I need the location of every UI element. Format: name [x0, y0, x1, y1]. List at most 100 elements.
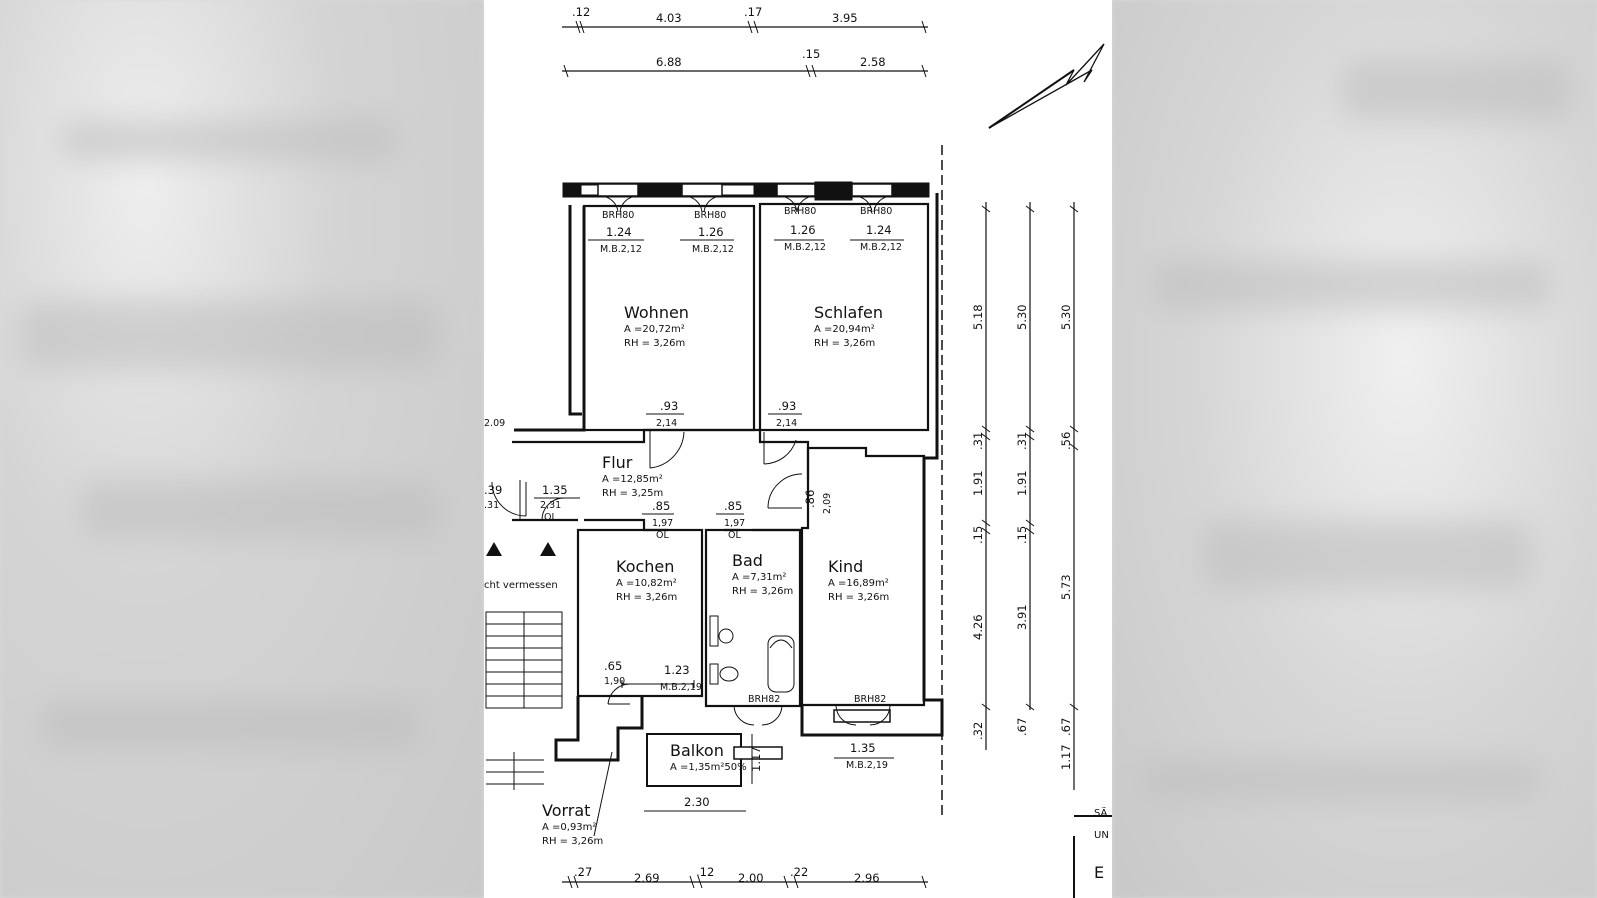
door-vorrat-height: 1,90 — [604, 676, 625, 687]
room-schlafen-area: A =20,94m² — [814, 324, 875, 335]
dim-top-403: 4.03 — [656, 11, 682, 25]
win-wohnen-2: 1.26 — [698, 225, 724, 239]
dim-right-c3-0: 5.30 — [1059, 304, 1073, 330]
room-balkon-area: A =1,35m²50% — [670, 762, 747, 773]
room-kind-area: A =16,89m² — [828, 578, 889, 589]
room-wohnen-height: RH = 3,26m — [624, 338, 685, 349]
dim-top-012: .12 — [572, 5, 590, 19]
door-kind-width: .86 — [803, 490, 817, 508]
room-balkon-name: Balkon — [670, 741, 724, 760]
room-kind-height: RH = 3,26m — [828, 592, 889, 603]
win-kochen-width: 1.23 — [664, 663, 690, 677]
edge-text-3: E — [1094, 863, 1104, 882]
balkon-depth: 1.17 — [749, 746, 763, 772]
room-bad-area: A =7,31m² — [732, 572, 786, 583]
door-schlafen-width: .93 — [778, 399, 796, 413]
dim-bottom-4: .22 — [790, 865, 808, 879]
brh-wohnen-1: BRH80 — [602, 210, 634, 221]
balkon-width: 2.30 — [684, 795, 710, 809]
room-bad-name: Bad — [732, 551, 763, 570]
room-schlafen-name: Schlafen — [814, 303, 883, 322]
dim-right-c2-5: .67 — [1015, 718, 1029, 736]
dim-top-017: .17 — [744, 5, 762, 19]
room-wohnen-area: A =20,72m² — [624, 324, 685, 335]
win-kind-brh: BRH82 — [854, 694, 886, 705]
door-bad-height: 1,97 — [724, 518, 745, 529]
win-schlafen-2: 1.24 — [866, 223, 892, 237]
room-wohnen-name: Wohnen — [624, 303, 689, 322]
edge-text-2: UN — [1094, 830, 1109, 841]
dim-right-c1-1: .31 — [971, 432, 985, 450]
mb-wohnen-1: M.B.2,12 — [600, 244, 642, 255]
dim-right-c2-2: 1.91 — [1015, 470, 1029, 496]
mb-wohnen-2: M.B.2,12 — [692, 244, 734, 255]
brh-wohnen-2: BRH80 — [694, 210, 726, 221]
room-kochen-area: A =10,82m² — [616, 578, 677, 589]
room-flur-name: Flur — [602, 453, 633, 472]
door-kochen-ol: OL — [656, 530, 669, 541]
dim-right-c2-0: 5.30 — [1015, 304, 1029, 330]
dim-top-688: 6.88 — [656, 55, 682, 69]
door-vorrat-width: .65 — [604, 659, 622, 673]
dim-bottom-0: .27 — [574, 865, 592, 879]
win-schlafen-1: 1.26 — [790, 223, 816, 237]
dim-right-c1-4: 4.26 — [971, 614, 985, 640]
dim-bottom-1: 2.69 — [634, 871, 660, 885]
dim-right-c3-1: .56 — [1059, 432, 1073, 450]
dim-right-c2-3: .15 — [1015, 526, 1029, 544]
room-kochen-height: RH = 3,26m — [616, 592, 677, 603]
room-flur-height: RH = 3,25m — [602, 488, 663, 499]
door-flur-ol: OL — [544, 512, 557, 523]
blurred-background-left — [0, 0, 484, 898]
dim-right-c1-0: 5.18 — [971, 304, 985, 330]
dim-right-c3-4: .67 — [1059, 718, 1073, 736]
win-kochen-mb: M.B.2,19 — [660, 682, 702, 693]
brh-schlafen-1: BRH80 — [784, 206, 816, 217]
door-bad-ol: OL — [728, 530, 741, 541]
dim-top-258: 2.58 — [860, 55, 886, 69]
door-left-extra: .31 — [484, 500, 499, 511]
room-kind-name: Kind — [828, 557, 863, 576]
win-kind-mb: M.B.2,19 — [846, 760, 888, 771]
door-left-height: 2.09 — [484, 418, 505, 429]
door-wohnen-width: .93 — [660, 399, 678, 413]
dim-bottom-5: 2.96 — [854, 871, 880, 885]
door-schlafen-height: 2,14 — [776, 418, 797, 429]
win-wohnen-1: 1.24 — [606, 225, 632, 239]
door-kochen-height: 1,97 — [652, 518, 673, 529]
door-flur-height: 2,31 — [540, 500, 561, 511]
door-bad-width: .85 — [724, 499, 742, 513]
dim-right-c1-3: .15 — [971, 526, 985, 544]
dim-bottom-3: 2.00 — [738, 871, 764, 885]
door-kind-height: 2,09 — [822, 493, 833, 514]
room-vorrat-area: A =0,93m² — [542, 822, 596, 833]
dim-right-c1-5: .32 — [971, 722, 985, 740]
room-vorrat-height: RH = 3,26m — [542, 836, 603, 847]
door-wohnen-height: 2,14 — [656, 418, 677, 429]
room-kochen-name: Kochen — [616, 557, 674, 576]
room-schlafen-height: RH = 3,26m — [814, 338, 875, 349]
door-left-width: .39 — [484, 483, 502, 497]
dim-bottom-2: .12 — [696, 865, 714, 879]
win-bad-brh: BRH82 — [748, 694, 780, 705]
brh-schlafen-2: BRH80 — [860, 206, 892, 217]
blurred-background-right — [1112, 0, 1597, 898]
dim-top-015: .15 — [802, 47, 820, 61]
floor-plan: .12 4.03 .17 3.95 6.88 .15 2.58 BRH80 BR… — [484, 0, 1112, 898]
win-kind-width: 1.35 — [850, 741, 876, 755]
mb-schlafen-2: M.B.2,12 — [860, 242, 902, 253]
dim-top-395: 3.95 — [832, 11, 858, 25]
room-bad-height: RH = 3,26m — [732, 586, 793, 597]
dim-right-c1-2: 1.91 — [971, 470, 985, 496]
dim-right-c3-2: 5.73 — [1059, 574, 1073, 600]
dim-right-c3-3: 1.17 — [1059, 744, 1073, 770]
dim-right-c2-4: 3.91 — [1015, 604, 1029, 630]
dim-right-c2-1: .31 — [1015, 432, 1029, 450]
stair-note: cht vermessen — [484, 580, 558, 591]
mb-schlafen-1: M.B.2,12 — [784, 242, 826, 253]
door-kochen-width: .85 — [652, 499, 670, 513]
room-vorrat-name: Vorrat — [542, 801, 590, 820]
door-flur-width: 1.35 — [542, 483, 568, 497]
edge-text-1: SÄ — [1094, 806, 1108, 819]
room-flur-area: A =12,85m² — [602, 474, 663, 485]
